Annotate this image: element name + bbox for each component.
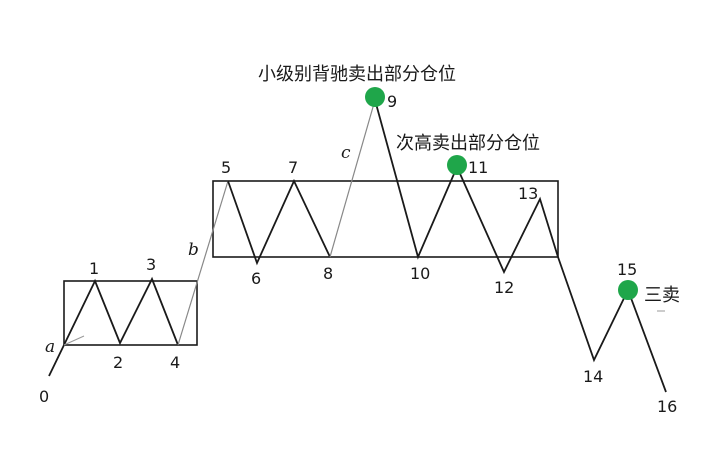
annotation-third-sell: 三卖 [644, 285, 680, 306]
point-label-11: 11 [468, 158, 488, 177]
point-label-2: 2 [113, 353, 123, 372]
point-label-3: 3 [146, 255, 156, 274]
segment-label-b: b [188, 240, 199, 260]
upper-zigzag-line-2 [374, 99, 667, 393]
point-label-6: 6 [251, 269, 261, 288]
segment-b-line [177, 180, 229, 346]
point-label-12: 12 [494, 278, 514, 297]
sell-marker-15 [618, 280, 638, 300]
point-label-16: 16 [657, 397, 677, 416]
point-label-15: 15 [617, 260, 637, 279]
upper-zigzag-line-1 [227, 178, 331, 266]
annotation-top-sell: 小级别背驰卖出部分仓位 [258, 64, 456, 85]
point-label-5: 5 [221, 158, 231, 177]
upper-hub-box [212, 180, 559, 258]
point-label-10: 10 [410, 264, 430, 283]
lower-hub-box [63, 280, 198, 346]
point-label-13: 13 [518, 184, 538, 203]
point-label-4: 4 [170, 353, 180, 372]
point-label-14: 14 [583, 367, 603, 386]
segment-label-c: c [341, 143, 351, 163]
point-label-0: 0 [39, 387, 49, 406]
point-label-8: 8 [323, 264, 333, 283]
sell-marker-11 [447, 155, 467, 175]
point-label-1: 1 [89, 259, 99, 278]
lower-zigzag-line [48, 276, 179, 377]
annotation-second-sell: 次高卖出部分仓位 [396, 133, 540, 154]
point-label-9: 9 [387, 92, 397, 111]
sell-marker-9 [365, 87, 385, 107]
segment-a-thin [63, 335, 85, 346]
point-label-7: 7 [288, 158, 298, 177]
segment-c-line [329, 99, 376, 258]
segment-label-a: a [45, 337, 55, 357]
